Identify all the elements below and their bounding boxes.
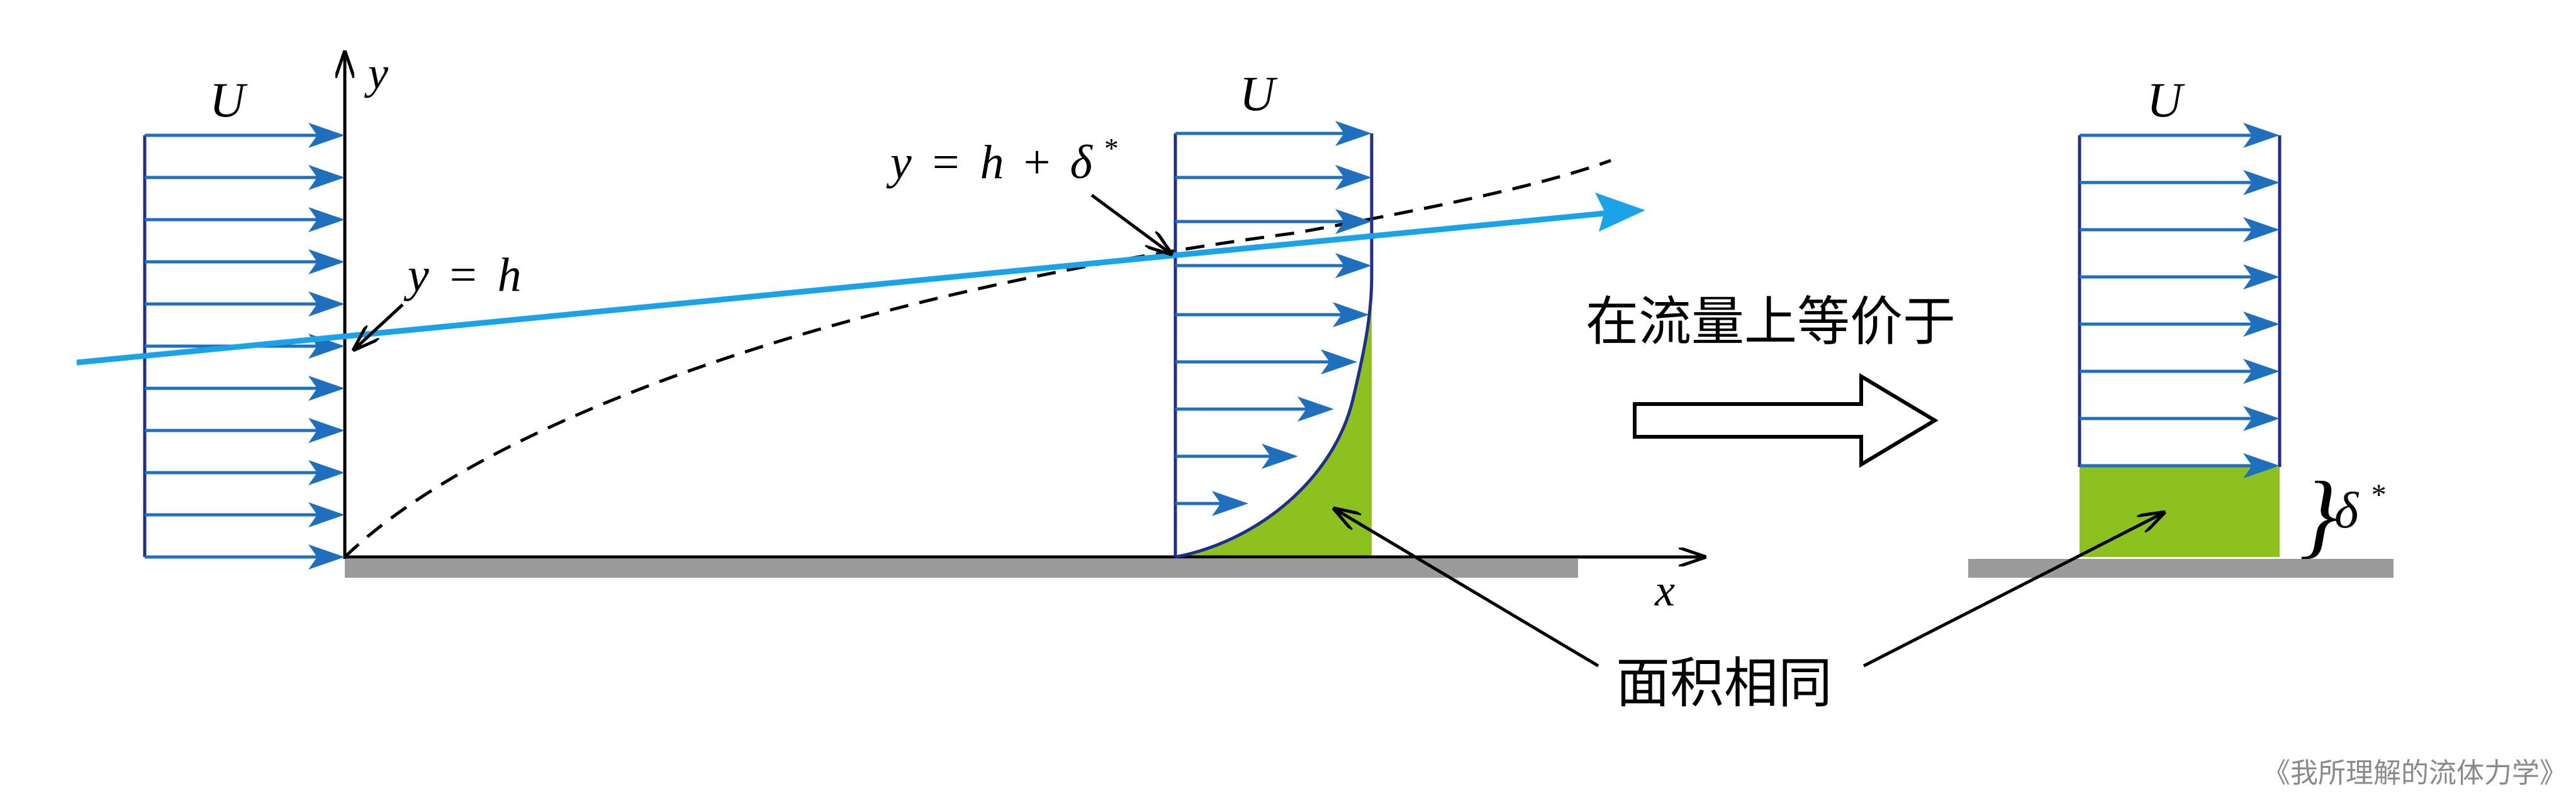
pointer-area-right (1862, 512, 2164, 668)
inflow-arrow (145, 376, 345, 401)
brace-delta: } (2300, 463, 2338, 567)
wall-plate-left (345, 559, 1578, 578)
pointer-y-eq-h (354, 303, 404, 350)
displacement-thickness-line (344, 159, 1611, 558)
inflow-arrow (145, 207, 345, 232)
inflow-arrow (145, 165, 345, 190)
label-u-right: U (2147, 72, 2185, 127)
label-y-equals-h-plus-delta: y = h + δ * (886, 132, 1119, 189)
inflow-velocity-profile (143, 123, 345, 570)
pointer-area-middle (1334, 509, 1599, 668)
inflow-arrow (145, 291, 345, 317)
profile-arrow (1175, 165, 1372, 190)
equivalent-arrow (2080, 453, 2280, 478)
profile-arrow (1175, 444, 1298, 469)
label-u-left: U (210, 72, 248, 127)
inflow-arrow (145, 418, 345, 443)
equivalent-arrow (2080, 406, 2280, 431)
profile-arrow (1175, 253, 1372, 278)
profile-arrow (1175, 349, 1357, 374)
pointer-y-eq-h-delta (1090, 193, 1172, 254)
equivalent-arrow (2080, 123, 2280, 148)
profile-arrow (1175, 209, 1372, 234)
inflow-arrow (145, 502, 345, 527)
streamline-arrowhead (1595, 193, 1645, 232)
label-equivalent-in-flux: 在流量上等价于 (1586, 291, 1956, 352)
equivalent-velocity-profile (2078, 123, 2282, 478)
inflow-arrow (145, 249, 345, 274)
label-x-axis: x (1654, 565, 1675, 616)
profile-arrow (1175, 302, 1369, 327)
inflow-arrow (145, 544, 345, 570)
label-y-axis: y (364, 48, 388, 98)
watermark: 《我所理解的流体力学》 (2263, 757, 2567, 789)
equivalent-arrow (2080, 312, 2280, 337)
equivalent-arrow (2080, 170, 2280, 195)
equivalent-arrow (2080, 217, 2280, 242)
boundary-layer-velocity-profile (1173, 121, 1374, 559)
equivalent-arrow (2080, 264, 2280, 290)
profile-arrow (1175, 121, 1372, 146)
green-displacement-band (2080, 467, 2280, 557)
equivalent-arrow (2080, 359, 2280, 384)
inflow-arrow (145, 460, 345, 485)
green-deficit-area (1175, 277, 1372, 557)
label-u-mid: U (1240, 66, 1278, 121)
profile-arrow (1175, 396, 1334, 422)
inflow-arrow (145, 123, 345, 148)
label-same-area: 面积相同 (1616, 652, 1832, 715)
streamline (76, 210, 1611, 366)
label-delta-star-right: δ * (2334, 478, 2387, 539)
label-y-equals-h: y = h (403, 249, 522, 301)
equivalent-arrow-icon (1633, 373, 1939, 468)
profile-arrow (1175, 491, 1248, 516)
